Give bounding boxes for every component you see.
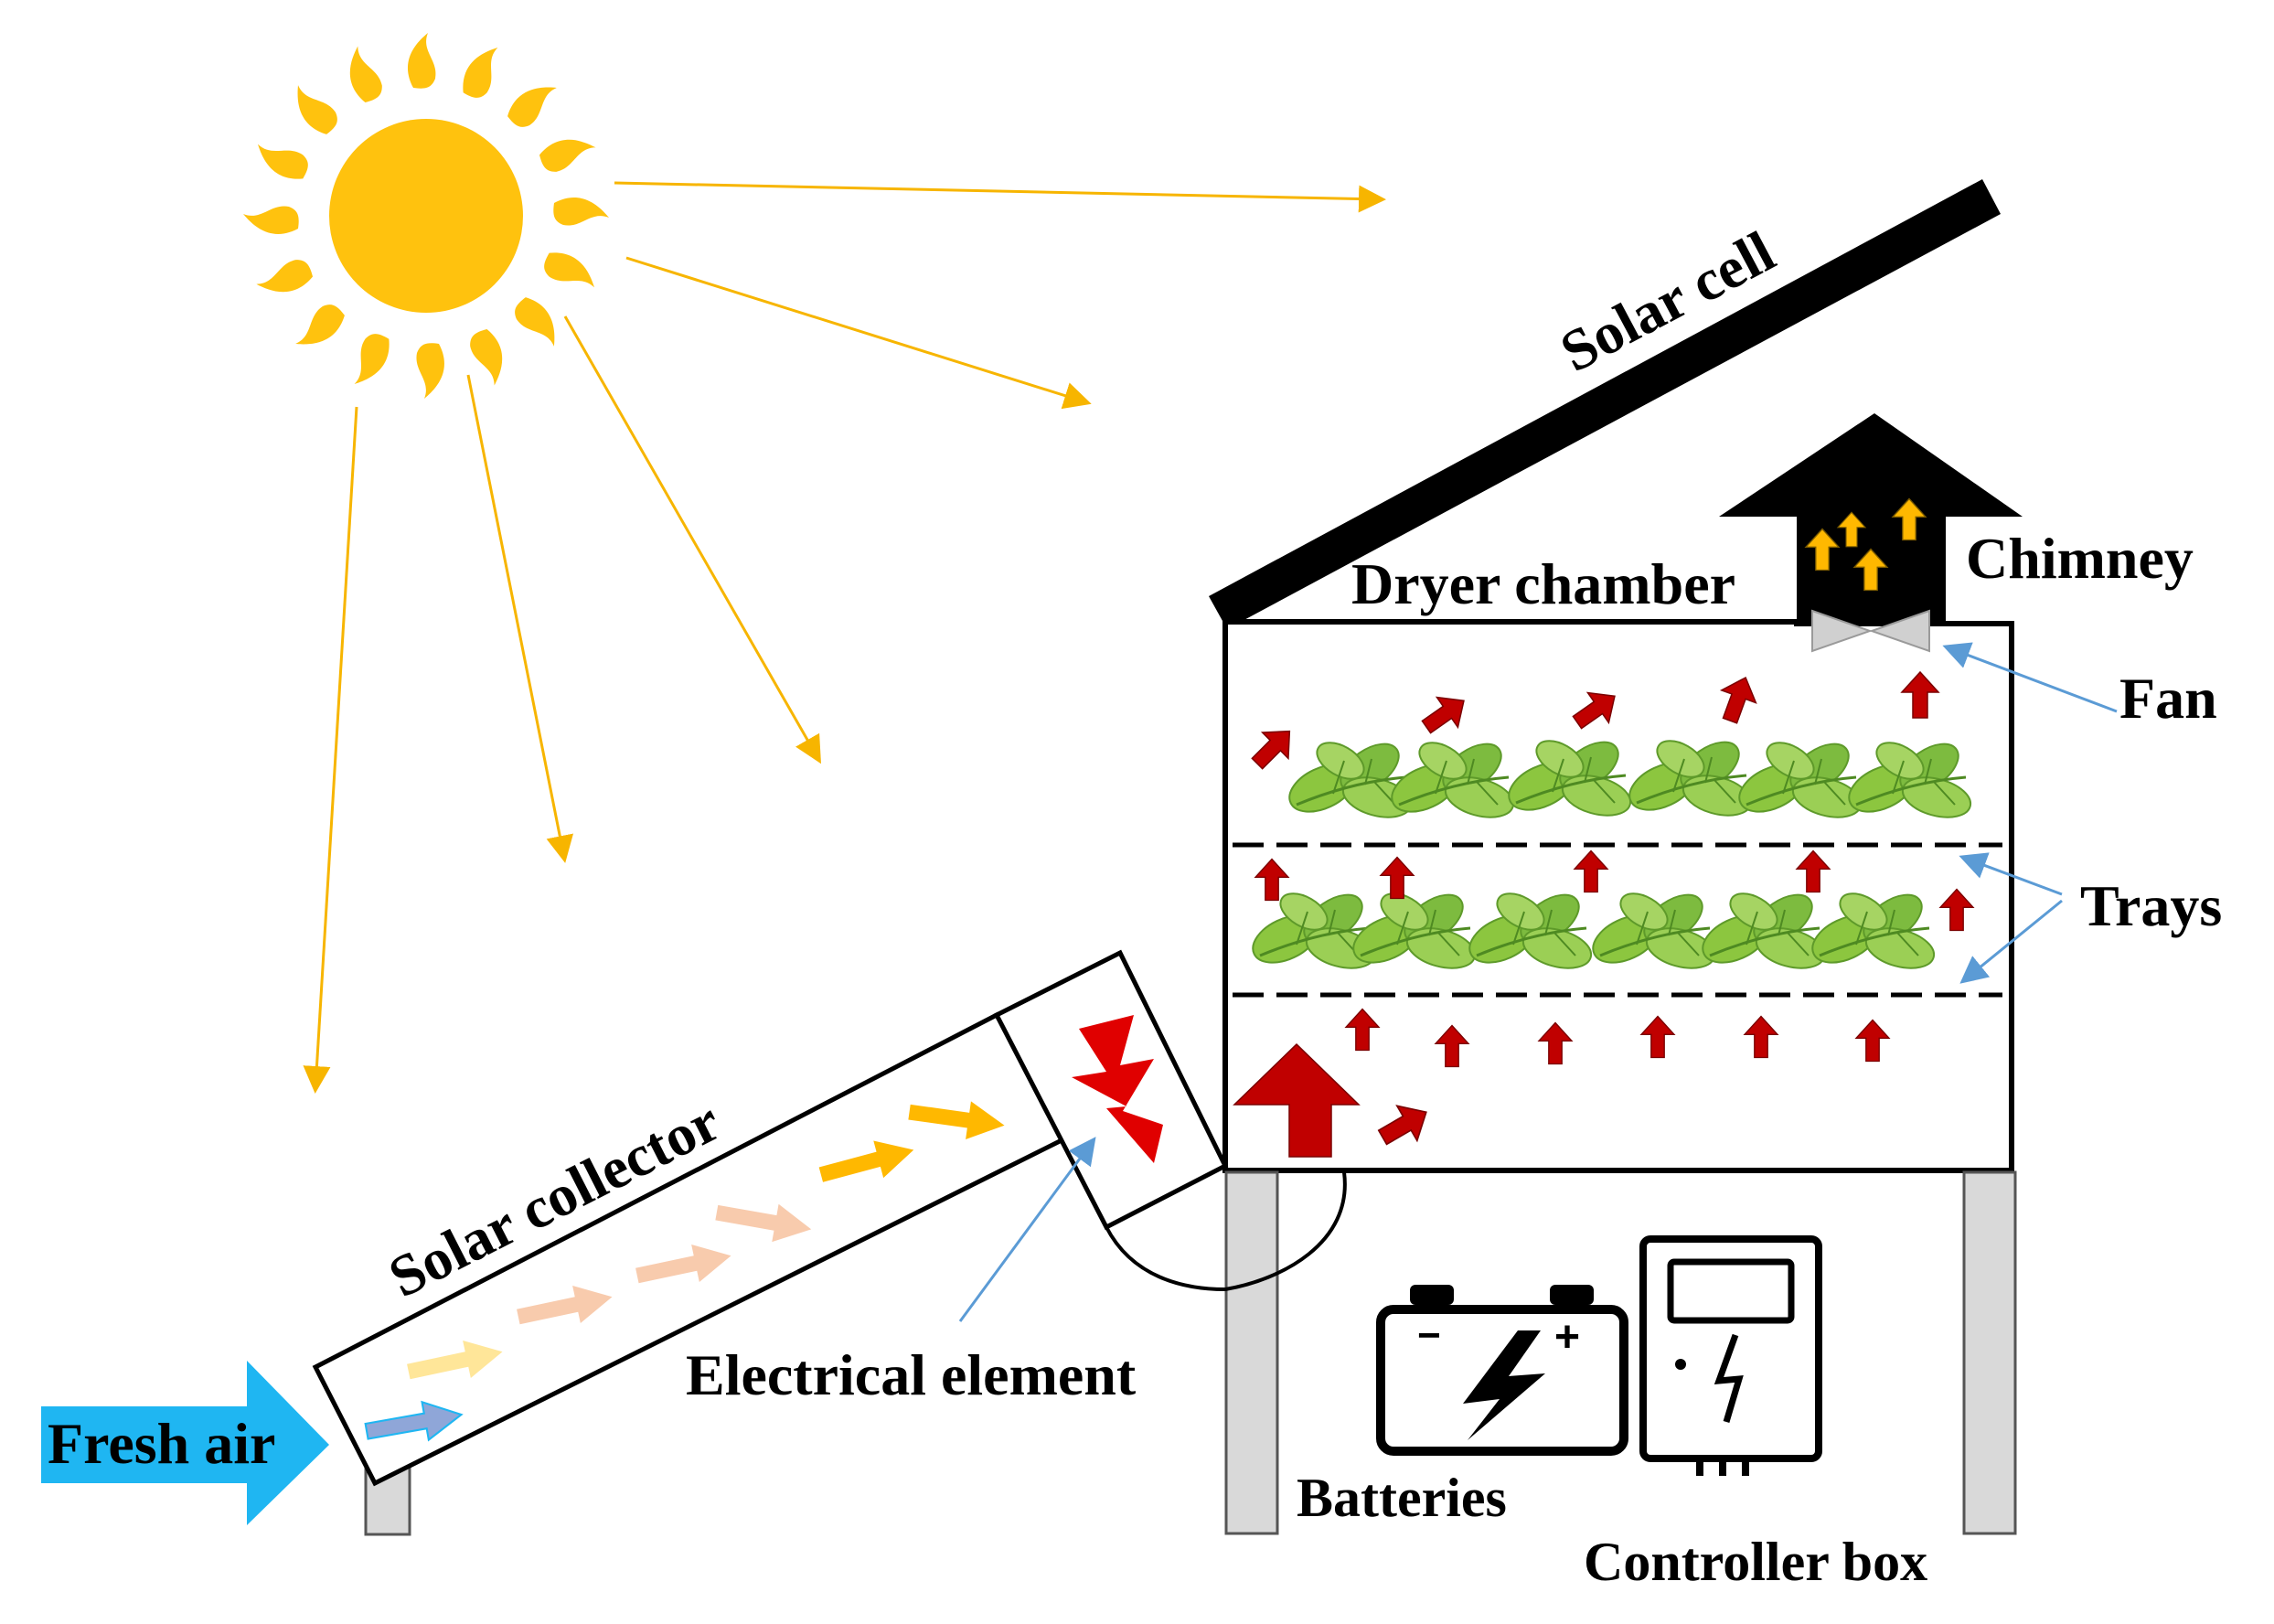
batteries-label: Batteries [1297,1468,1507,1528]
electrical-element-pointer [958,1137,1096,1322]
sun-ray [614,181,1386,213]
dryer-legs [364,1170,2017,1536]
tray-pointer [1959,852,2063,896]
collector-duct [1105,1171,1347,1292]
chimney-label: Chimney [1966,526,2194,591]
battery-minus: − [1417,1313,1441,1358]
dryer-leg-left [1224,1170,1279,1535]
lightning-icon [1072,1015,1163,1163]
fan-icon [1811,609,1930,653]
fan-label: Fan [2119,666,2217,731]
tray-pointer [1959,899,2063,984]
solar-cell-panel [1209,179,2001,629]
sun-ray [466,374,574,863]
fresh-air-label: Fresh air [48,1411,275,1476]
fan-pointer [1942,642,2118,713]
sun-ray [303,406,358,1094]
dryer-leg-right [1962,1170,2017,1535]
sun-icon [243,33,609,399]
sun-rays [303,181,1386,1094]
sun-ray [625,256,1092,410]
trays-label: Trays [2080,873,2222,938]
controller-box-icon [1639,1235,1822,1476]
trays [1233,842,2002,998]
electrical-element-label: Electrical element [686,1342,1137,1407]
dryer-chamber-label: Dryer chamber [1351,551,1735,616]
controller-box-label: Controller box [1584,1532,1927,1592]
fresh-air-arrow [41,1361,329,1525]
tray-pointers [1959,852,2063,984]
battery-icon [1376,1285,1628,1456]
sun-ray [563,315,821,764]
chimney [1719,413,2023,622]
hot-air-arrows [1233,670,1974,1158]
battery-plus: + [1554,1313,1580,1362]
